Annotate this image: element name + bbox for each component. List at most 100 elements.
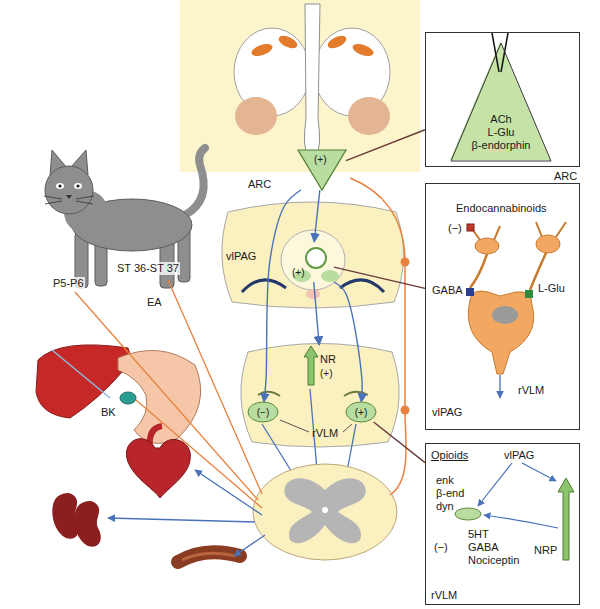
arc-panel: ARCACh L-Glu β-endorphin bbox=[425, 32, 580, 167]
electrode bbox=[492, 33, 499, 72]
nucleus-orange bbox=[250, 42, 274, 59]
leader-line bbox=[343, 424, 352, 432]
afferent-line bbox=[168, 280, 262, 494]
medulla-detail bbox=[258, 392, 280, 396]
leader-line bbox=[334, 267, 425, 288]
gallbladder bbox=[120, 392, 136, 404]
arc-neuron-shape bbox=[451, 43, 551, 161]
cell-nucleus bbox=[492, 306, 518, 324]
arc-nucleus-shape bbox=[298, 150, 346, 190]
region-label: rVLM bbox=[312, 427, 338, 440]
afferent-line bbox=[75, 292, 258, 500]
sign-label: (−) bbox=[434, 541, 448, 554]
sign-label: (+) bbox=[314, 153, 327, 166]
source-label: vlPAG bbox=[504, 449, 534, 462]
gaba-synapse bbox=[466, 288, 474, 296]
projection-arrow bbox=[264, 190, 301, 402]
pathway-dot bbox=[401, 406, 410, 415]
cat-pupil bbox=[59, 185, 62, 188]
rvlm-left-shape bbox=[248, 402, 278, 422]
panel-label: vlPAG bbox=[432, 406, 462, 419]
projection-arrow bbox=[314, 190, 320, 242]
transmitter-label: L-Glu bbox=[538, 282, 565, 295]
cat-pupil bbox=[77, 185, 80, 188]
vlpag-region: vlPAG(+) bbox=[290, 242, 334, 282]
transmitter-label: Nociceptin bbox=[468, 554, 519, 567]
target-label: rVLM bbox=[518, 384, 544, 397]
nucleus-tan bbox=[348, 97, 390, 135]
midbrain-section bbox=[222, 202, 404, 308]
projection-arrow bbox=[484, 515, 558, 528]
rvlm-panel: Opioids enkβ-enddyn vlPAG 5HTGABANociceptin… bbox=[425, 443, 580, 605]
pink-nucleus bbox=[306, 289, 320, 299]
stimulus-label: EA bbox=[146, 296, 163, 309]
rvlm-right-shape bbox=[346, 402, 376, 422]
panel-label: rVLM bbox=[431, 589, 457, 602]
nrp-neuron bbox=[558, 478, 574, 560]
nucleus-orange bbox=[326, 33, 348, 51]
third-ventricle bbox=[304, 4, 320, 154]
cat-nose bbox=[66, 195, 72, 199]
postsynaptic-neuron bbox=[468, 291, 533, 374]
vlpag-region-shape bbox=[306, 248, 326, 268]
transmitter-label: GABA bbox=[468, 541, 499, 554]
afferent-line bbox=[136, 400, 262, 508]
arc-nucleus: ARC(+) bbox=[298, 150, 346, 190]
leader-line bbox=[374, 422, 425, 463]
sign-label: (+) bbox=[320, 367, 333, 380]
heart bbox=[126, 439, 190, 498]
opioid-label: dyn bbox=[436, 500, 454, 513]
kidney bbox=[74, 501, 100, 547]
projection-arrow bbox=[334, 282, 362, 402]
leader-line bbox=[280, 420, 309, 432]
sign-label: (+) bbox=[346, 406, 376, 419]
arc-neuron-fill bbox=[450, 42, 550, 160]
mediator-label: Endocannabinoids bbox=[456, 202, 547, 215]
transmitter-list: ACh L-Glu β-endorphin bbox=[465, 113, 537, 152]
cat-whiskers bbox=[44, 196, 94, 204]
medulla-detail bbox=[344, 392, 368, 396]
cat-head bbox=[45, 166, 93, 214]
rvlm-left: (−) bbox=[248, 402, 278, 422]
sign-label: (+) bbox=[292, 266, 305, 279]
cat-eye bbox=[74, 183, 82, 189]
acupoint-label: P5-P6 bbox=[52, 277, 85, 290]
projection-arrow bbox=[499, 375, 500, 398]
region-label: ARC bbox=[248, 178, 271, 191]
acupoint-label: ST 36-ST 37 bbox=[116, 262, 180, 275]
cb1-receptor bbox=[467, 224, 474, 231]
rvlm-right: (+) bbox=[346, 402, 376, 422]
panel-label: ARC bbox=[554, 170, 577, 183]
transmitter-label: 5HT bbox=[468, 528, 489, 541]
axon bbox=[470, 254, 487, 288]
arc-fill bbox=[298, 150, 346, 190]
group-heading: Opioids bbox=[431, 449, 468, 462]
presynaptic-neuron bbox=[536, 235, 560, 253]
efferent-line bbox=[108, 518, 255, 522]
region-label: NR bbox=[320, 353, 336, 366]
grey-matter bbox=[284, 478, 365, 543]
spinal-cord bbox=[253, 464, 397, 560]
efferent-line bbox=[234, 535, 265, 556]
nr-nucleus-shape bbox=[304, 346, 318, 385]
intestine bbox=[178, 552, 240, 562]
opioid-label: β-end bbox=[436, 487, 464, 500]
pathway-dot bbox=[401, 258, 410, 267]
fibre-tract bbox=[340, 280, 384, 292]
sign-label: (−) bbox=[248, 406, 278, 419]
dendrite bbox=[536, 222, 566, 237]
opioid-label: enk bbox=[436, 474, 454, 487]
transmitter-label: GABA bbox=[432, 284, 463, 297]
intestine-detail bbox=[182, 553, 236, 560]
glutamate-synapse bbox=[525, 290, 533, 298]
nucleus-orange bbox=[351, 42, 375, 59]
central-canal bbox=[322, 507, 328, 513]
source-label: NRP bbox=[534, 544, 557, 557]
pag-outline bbox=[281, 230, 345, 290]
fibre-tract bbox=[242, 280, 286, 292]
projection-arrow bbox=[478, 463, 512, 506]
vlpag-panel: Endocannabinoids(−)GABAL-GlurVLMvlPAG bbox=[425, 183, 580, 430]
nr-nucleus-outline bbox=[304, 345, 338, 387]
